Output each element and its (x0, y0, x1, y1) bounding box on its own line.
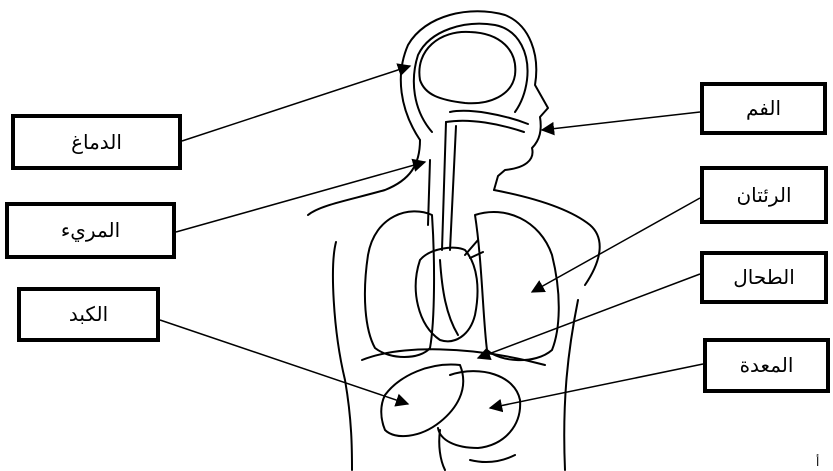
leader-spleen (478, 274, 700, 358)
label-stomach: المعدة (703, 338, 830, 393)
leader-lungs (532, 198, 700, 292)
leader-mouth (542, 112, 700, 130)
label-liver: الكبد (17, 287, 160, 342)
body-outline (308, 11, 600, 470)
leader-brain (182, 66, 410, 141)
label-spleen: الطحال (700, 251, 828, 304)
label-brain: الدماغ (11, 114, 182, 170)
label-esophagus: المريء (5, 202, 176, 259)
label-mouth: الفم (700, 82, 827, 135)
label-lungs: الرئتان (700, 166, 828, 224)
stray-mark: أ (816, 455, 819, 469)
leader-lines (160, 66, 703, 408)
leader-stomach (490, 364, 703, 408)
leader-liver (160, 320, 408, 404)
